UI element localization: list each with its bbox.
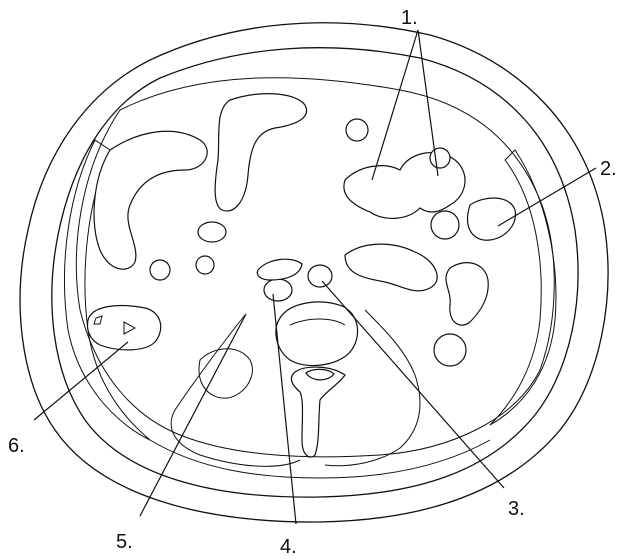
bowel-loop-right-mid [445,262,489,326]
bowel-loop-small-7 [429,147,451,169]
bowel-loop-small-6 [197,221,227,243]
bowel-loop-small-4 [149,259,171,281]
bowel-loop-right-upper [467,197,517,241]
leader-line-4 [272,293,297,525]
vessel-upper [256,258,303,281]
bowel-loop-upper-left [93,130,208,270]
spinal-canal [305,368,335,381]
colon-left-inclusion [123,321,137,335]
label-1: 1. [401,7,418,29]
label-6: 6. [8,435,25,457]
bowel-loop-upper-mid [214,93,308,212]
muscle-wall-right [489,149,557,426]
muscle-wall-left [64,139,151,441]
leader-line-6 [33,341,129,421]
leader-line-3 [321,280,505,489]
body-outer-outline [19,22,609,523]
bowel-loop-small-1 [345,118,369,142]
vertebral-body-inner [289,318,346,326]
leader-line-2 [497,167,597,227]
spinous-process [290,366,346,458]
leader-line-1b [417,29,439,177]
label-5: 5. [116,531,133,553]
body-inner-outline [51,47,579,498]
bowel-loop-stomach [343,152,466,219]
kidney-left-outline [198,348,253,399]
back-muscles-outline [149,439,491,479]
aorta [307,264,333,288]
vena-cava [263,278,293,302]
label-4: 4. [280,536,297,558]
label-2: 2. [600,158,617,180]
paraspinal-muscle-right [324,309,421,467]
bowel-loop-small-5 [195,255,215,275]
paraspinal-muscle-left [170,314,301,467]
leader-line-1 [371,29,419,181]
bowel-loop-small-3 [433,333,467,367]
leader-line-5 [139,313,247,517]
vertebral-body [275,301,359,367]
bowel-loop-small-2 [430,210,460,240]
colon-left-inclusion-2 [93,315,103,325]
bowel-loop-center [344,243,438,292]
label-3: 3. [508,498,525,520]
